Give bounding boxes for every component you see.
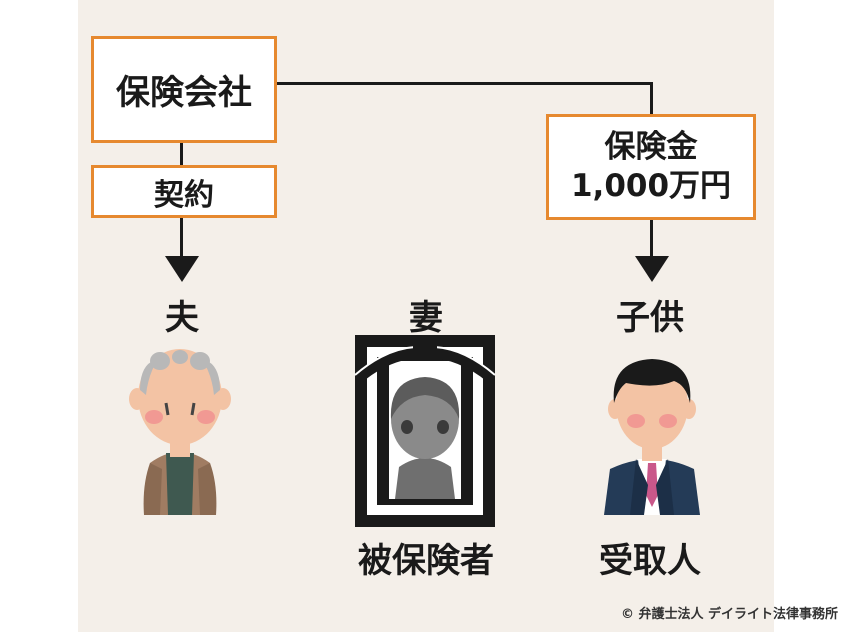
arrowhead-husband bbox=[165, 256, 199, 282]
insurer-box: 保険会社 bbox=[91, 36, 277, 143]
connector-insurer-contract bbox=[180, 141, 183, 167]
recipient-label: 受取人 bbox=[599, 541, 701, 581]
payout-label-line2: 1,000万円 bbox=[570, 168, 732, 204]
husband-figure bbox=[129, 349, 231, 515]
contract-label: 契約 bbox=[154, 177, 214, 213]
husband-label: 夫 bbox=[165, 298, 199, 338]
connector-down-to-payout bbox=[650, 82, 653, 116]
wife-label: 妻 bbox=[409, 298, 443, 338]
child-figure bbox=[604, 359, 700, 515]
arrowhead-child bbox=[635, 256, 669, 282]
payout-label-line1: 保険金 bbox=[604, 129, 698, 166]
wife-memorial-portrait bbox=[354, 335, 496, 527]
connector-contract-husband bbox=[180, 216, 183, 258]
copyright-credit: © 弁護士法人 デイライト法律事務所 bbox=[620, 607, 838, 622]
insurer-label: 保険会社 bbox=[116, 73, 252, 113]
connector-insurer-right bbox=[275, 82, 653, 85]
payout-box: 保険金 1,000万円 bbox=[546, 114, 756, 220]
child-label: 子供 bbox=[616, 298, 684, 338]
contract-box: 契約 bbox=[91, 165, 277, 218]
insured-label: 被保険者 bbox=[358, 541, 494, 581]
connector-payout-child bbox=[650, 218, 653, 258]
